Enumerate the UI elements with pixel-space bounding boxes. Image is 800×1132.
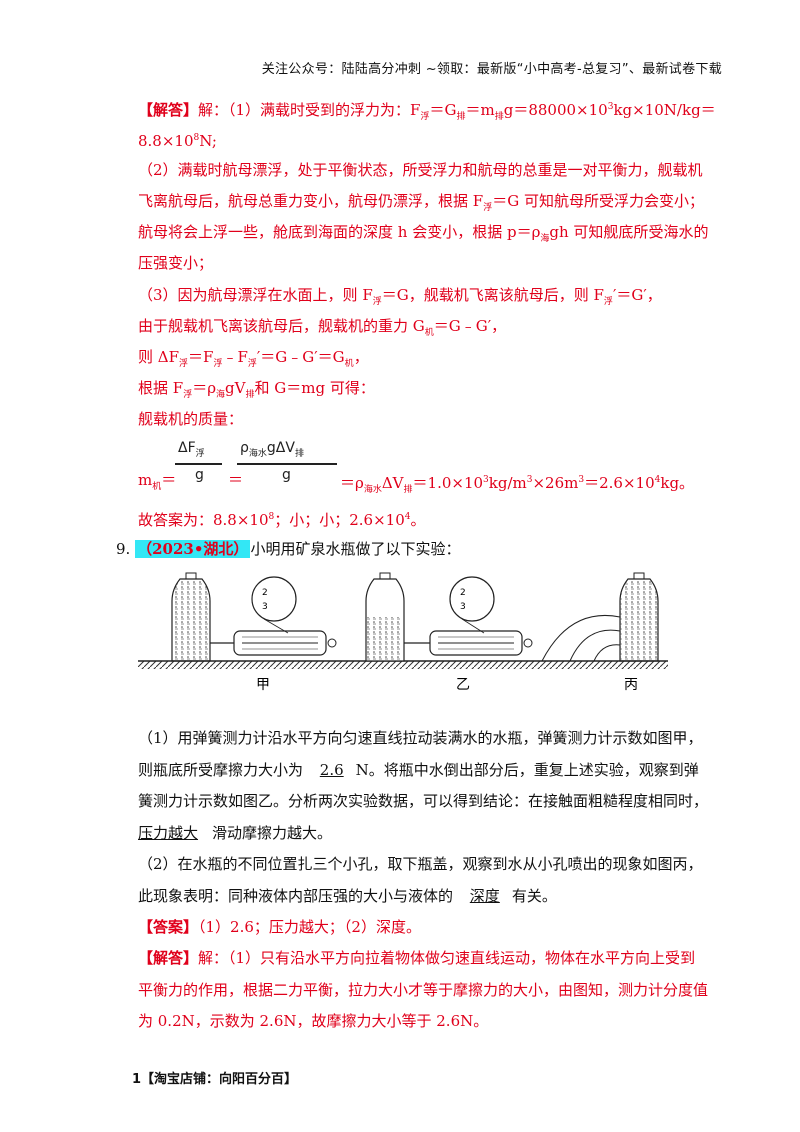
frac2-bar [237,463,337,465]
scale-digit-jia-1: 2 [262,588,268,598]
scale-digit-yi-1: 2 [460,588,466,598]
q9-p2-line2: 此现象表明：同种液体内部压强的大小与液体的 深度有关。 [138,887,557,905]
sol8-line11: 舰载机的质量： [138,410,244,428]
q9-p1-line4: 压力越大滑动摩擦力越大。 [138,824,333,842]
sol8-line10: 根据 F浮＝ρ海gV排和 G＝mg 可得： [138,379,375,400]
frac2-denominator: g [282,467,291,483]
sol8-line3: （2）满载时航母漂浮，处于平衡状态，所受浮力和航母的总重是一对平衡力，舰载机 [138,161,703,179]
q9-p1-line3: 簧测力计示数如图乙。分析两次实验数据，可以得到结论：在接触面粗糙程度相同时， [138,792,709,810]
sol8-line1: 【解答】解：（1）满载时受到的浮力为：F浮＝G排＝m排g＝88000×103kg… [138,101,716,122]
bottle-yi [365,572,405,662]
q9-number: 9. [116,540,131,558]
sol8-mass-result: ＝ρ海水ΔV排＝1.0×103kg/m3×26m3＝2.6×104kg。 [340,474,695,495]
fig-label-jia: 甲 [256,677,270,693]
spring-scale-jia [210,576,337,656]
q9-stem: 9. （2023•湖北）小明用矿泉水瓶做了以下实验： [116,540,461,558]
q9-p2-line1: （2）在水瓶的不同位置扎三个小孔，取下瓶盖，观察到水从小孔喷出的现象如图丙， [138,855,703,873]
frac1-denominator: g [195,467,204,483]
q9-solution-line3: 为 0.2N，示数为 2.6N，故摩擦力大小等于 2.6N。 [138,1012,489,1030]
q9-figure: 2 3 2 3 甲 乙 丙 [138,572,668,693]
sol8-line7: （3）因为航母漂浮在水面上，则 F浮＝G，舰载机飞离该航母后，则 F浮′＝G′， [138,286,662,307]
sol8-line8: 由于舰载机飞离该航母后，舰载机的重力 G机＝G﹣G′， [138,317,507,338]
sol8-line9: 则 ΔF浮＝F浮﹣F浮′＝G﹣G′＝G机， [138,348,369,369]
frac1-bar [175,463,222,465]
sol8-line6: 压强变小； [138,254,214,272]
bottle-bing [541,572,659,662]
q9-solution-line1: 【解答】解：（1）只有沿水平方向拉着物体做匀速直线运动，物体在水平方向上受到 [138,949,696,967]
page-footer: 1【淘宝店铺：向阳百分百】 [132,1072,298,1087]
frac1-numerator: ΔF浮 [178,440,205,459]
bottle-jia [171,572,211,662]
q9-blank-3: 深度 [469,887,500,905]
sol8-line5: 航母将会上浮一些，舱底到海面的深度 h 会变小，根据 p＝ρ海gh 可知舰底所受… [138,223,709,244]
q9-blank-1: 2.6 [319,761,344,779]
sol8-final-answer: 故答案为：8.8×108；小；小；2.6×104。 [138,511,426,529]
sol8-line2: 8.8×108N; [138,132,217,150]
page-header: 关注公众号：陆陆高分冲刺 ~领取：最新版“小中高考-总复习”、最新试卷下载 [261,62,722,77]
frac2-numerator: ρ海水gΔV排 [240,440,304,459]
spring-scale-yi [404,576,533,656]
q9-solution-line2: 平衡力的作用，根据二力平衡，拉力大小才等于摩擦力的大小，由图知，测力计分度值 [138,981,709,999]
sol8-mass-left: m机＝ [138,471,177,492]
q9-answer: 【答案】（1）2.6；压力越大；（2）深度。 [138,918,421,936]
ground [138,661,668,669]
sol8-line4: 飞离航母后，航母总重力变小，航母仍漂浮，根据 F浮＝G 可知航母所受浮力会变小； [138,192,704,213]
fig-label-yi: 乙 [456,677,470,693]
sol8-mass-eq: ＝ [228,471,244,489]
scale-digit-jia-2: 3 [262,602,268,612]
fig-label-bing: 丙 [624,677,638,693]
q9-source-tag: （2023•湖北） [135,540,251,558]
q9-blank-2: 压力越大 [138,824,199,842]
q9-p1-line1: （1）用弹簧测力计沿水平方向匀速直线拉动装满水的水瓶，弹簧测力计示数如图甲， [138,729,703,747]
scale-digit-yi-2: 3 [460,602,466,612]
